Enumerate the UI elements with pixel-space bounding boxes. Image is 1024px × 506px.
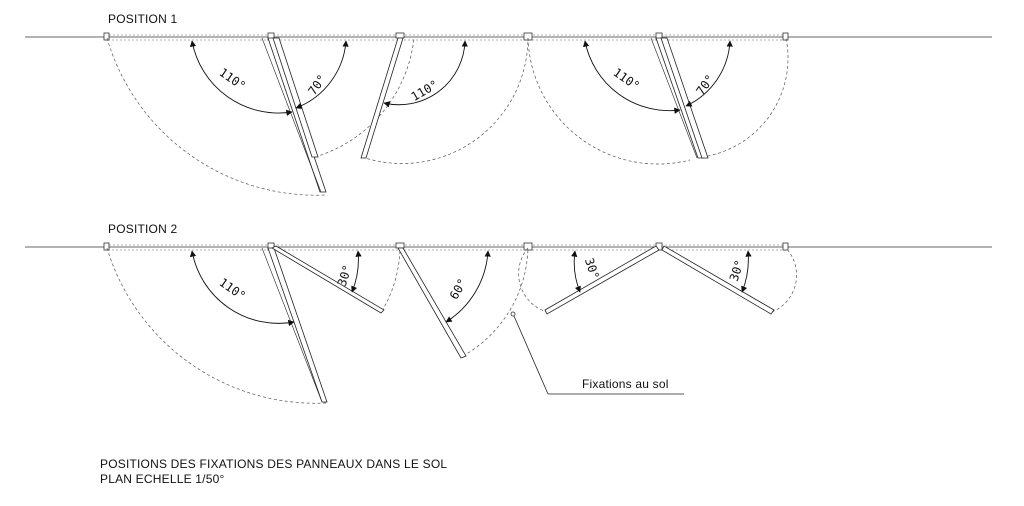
angle-label: 70°: [693, 72, 717, 98]
drawing-caption-scale: PLAN ECHELLE 1/50°: [100, 472, 225, 486]
angle-label: 30°: [582, 256, 602, 281]
hinge-marks-2: [103, 242, 789, 251]
angle-arcs-2: [189, 250, 752, 327]
ground-fixing-leader: [510, 311, 684, 395]
angle-label: 110°: [217, 65, 249, 93]
angle-label: 60°: [447, 276, 470, 302]
angle-label: 110°: [611, 65, 643, 93]
angle-arcs-1: [189, 40, 733, 116]
position-1-plan: 110° 70° 110° 110° 70°: [25, 32, 992, 196]
track-rail-1: [104, 34, 788, 41]
swing-arcs-2: [106, 247, 797, 404]
angle-labels-2: 110° 30° 60° 30° 30°: [217, 256, 747, 303]
position-2-plan: 110° 30° 60° 30° 30°: [25, 242, 992, 404]
position-2-title: POSITION 2: [108, 222, 178, 236]
track-rail-2: [104, 244, 788, 251]
hinge-marks-1: [103, 32, 789, 41]
angle-label: 110°: [217, 275, 249, 303]
angle-label: 30°: [335, 263, 355, 288]
drawing-caption-title: POSITIONS DES FIXATIONS DES PANNEAUX DAN…: [100, 457, 448, 471]
ground-fixings-callout: Fixations au sol: [582, 377, 669, 391]
position-1-title: POSITION 1: [108, 12, 178, 26]
angle-label: 30°: [727, 258, 747, 283]
swing-arcs-1: [106, 37, 789, 196]
angle-label: 70°: [305, 72, 329, 98]
panels-1: [261, 37, 709, 193]
